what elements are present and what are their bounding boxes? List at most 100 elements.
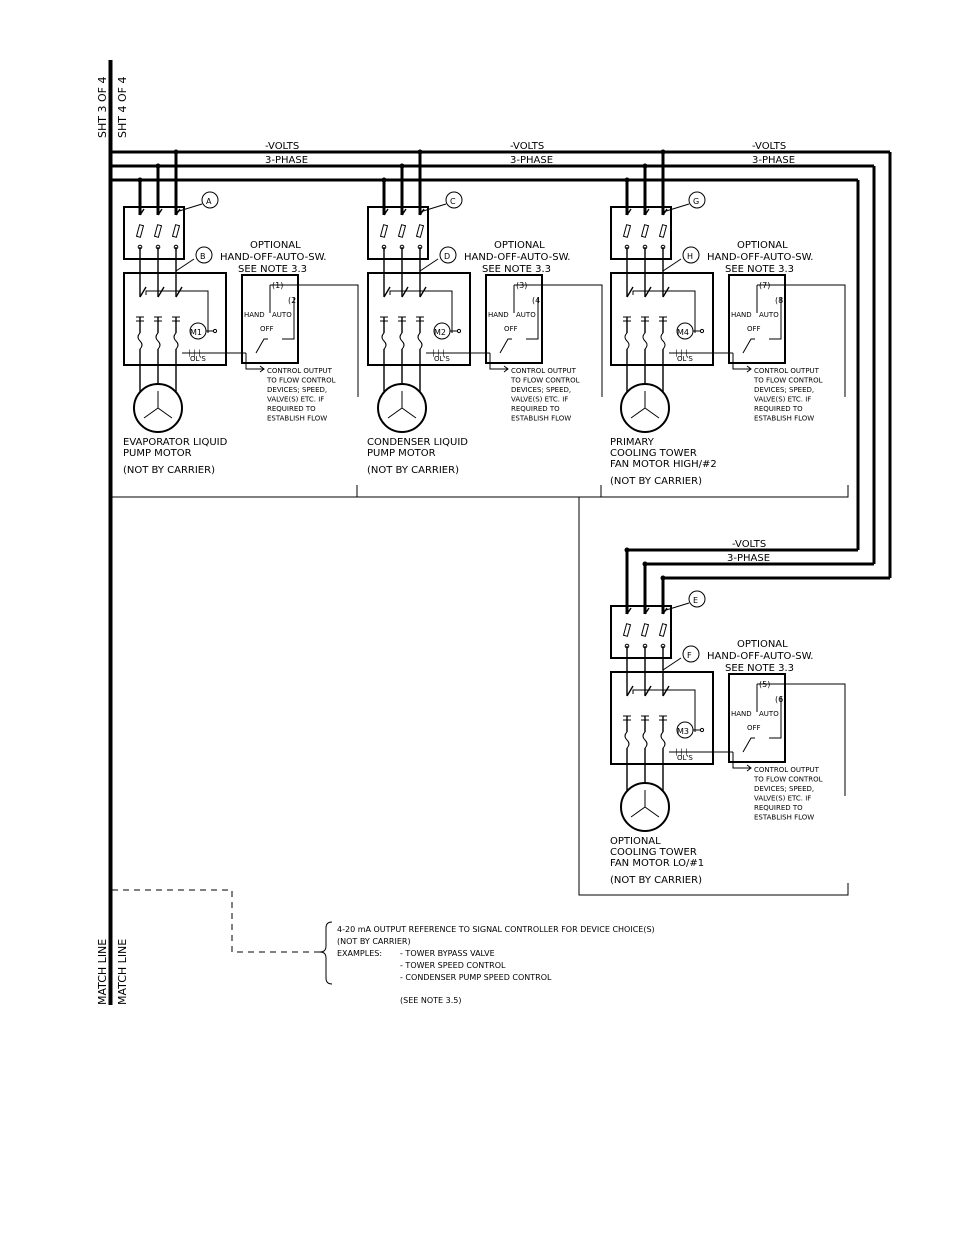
disconnect-tag-circle [445,191,463,209]
arrow-icon [746,365,752,373]
starter-contact [139,286,147,298]
starter-contact [383,286,391,298]
control-output-text: CONTROL OUTPUT [511,367,577,375]
disconnect-box [367,206,429,260]
hoa-label: HAND-OFF-AUTO-SW. [220,252,326,263]
starter-contact [662,286,670,298]
hand-label: HAND [731,710,752,718]
bus-tap-dot [137,177,143,183]
fuse-symbol [658,224,668,238]
motor-name-line: COOLING TOWER [610,448,697,459]
leader-line [662,602,690,612]
leader-line [175,258,195,272]
terminal [212,328,218,334]
disconnect-blade [626,607,632,615]
note-examples-label: EXAMPLES: [337,949,382,958]
control-output-text: REQUIRED TO [754,405,803,413]
bus-label-3: -VOLTS 3-PHASE [752,141,795,166]
see-note-label: SEE NOTE 3.3 [725,663,794,674]
fuse-symbol [379,224,389,238]
overload-heater [417,332,423,350]
overload-heater [173,332,179,350]
control-output-text: ESTABLISH FLOW [754,814,814,822]
optional-label: OPTIONAL [494,240,545,251]
ols-label: OL'S [190,355,206,363]
switch-wire [499,338,512,354]
control-output-wire [757,683,846,796]
switch-wire [526,297,539,340]
contact-top-label: (5) [759,680,770,689]
fuse-symbol [415,224,425,238]
ols-label: OL'S [677,355,693,363]
control-output-text: CONTROL OUTPUT [267,367,333,375]
disconnect-blade [644,607,650,615]
contact-top-label: (7) [759,281,770,290]
not-by-carrier-label: (NOT BY CARRIER) [123,465,215,476]
fuse-symbol [135,224,145,238]
leader-line [662,203,690,213]
control-output-text: TO FLOW CONTROL [510,377,580,385]
disconnect-tag-circle [688,191,706,209]
control-output-text: CONTROL OUTPUT [754,367,820,375]
contactor-symbol [641,715,649,721]
disconnect-blade [662,607,668,615]
circuit-evaporator-pump: ABM1-|-|-|-OL'SOPTIONALHAND-OFF-AUTO-SW.… [123,149,359,476]
note-line-2: (NOT BY CARRIER) [337,937,411,946]
control-output-leader [245,353,264,370]
note-example-3: - CONDENSER PUMP SPEED CONTROL [400,973,552,982]
fuse-symbol [171,224,181,238]
overload-heater [381,332,387,350]
main-three-phase-bus [110,150,892,580]
disconnect-tag: A [206,197,212,206]
disconnect-blade [662,208,668,216]
optional-label: OPTIONAL [737,240,788,251]
terminal [699,328,705,334]
starter-tag: D [444,252,450,261]
bus-tap-dot [155,163,161,169]
contactor-symbol [623,316,631,322]
starter-contact [626,286,634,298]
fuse-symbol [622,623,632,637]
arrow-icon [746,764,752,772]
svg-text:3-PHASE: 3-PHASE [727,553,770,564]
contactor-symbol [659,316,667,322]
starter-contact [626,685,634,697]
control-output-wire [757,284,846,397]
motor-windings [630,391,660,419]
motor-name-line: PRIMARY [610,437,655,448]
control-output-text: VALVE(S) ETC. IF [511,396,568,404]
overload-heater [660,332,666,350]
contact-top-label: (1) [272,281,283,290]
overload-heater [624,731,630,749]
note-see-note: (SEE NOTE 3.5) [400,996,461,1005]
optional-label: OPTIONAL [250,240,301,251]
disconnect-blade [626,208,632,216]
starter-contact [157,286,165,298]
disconnect-blade [383,208,389,216]
hoa-switch-box [728,274,786,364]
switch-wire [255,338,268,354]
hand-label: HAND [488,311,509,319]
overload-heater [399,332,405,350]
control-output-text: VALVE(S) ETC. IF [754,396,811,404]
svg-text:3-PHASE: 3-PHASE [510,155,553,166]
svg-text:3-PHASE: 3-PHASE [265,155,308,166]
control-output-text: VALVE(S) ETC. IF [267,396,324,404]
control-output-wire [514,284,603,397]
fuse-symbol [622,224,632,238]
starter-tag-circle [439,246,457,264]
starter-contact [419,286,427,298]
control-output-text: REQUIRED TO [511,405,560,413]
disconnect-tag: E [693,596,698,605]
control-output-text: ESTABLISH FLOW [754,415,814,423]
contactor-symbol [380,316,388,322]
starter-contact [644,286,652,298]
overload-heater [137,332,143,350]
motor-coil-label: M2 [434,328,446,337]
bus-tap-dot [173,149,179,155]
svg-text:-VOLTS: -VOLTS [510,141,544,152]
off-label: OFF [747,724,761,732]
starter-box [367,272,471,366]
contactor-symbol [416,316,424,322]
